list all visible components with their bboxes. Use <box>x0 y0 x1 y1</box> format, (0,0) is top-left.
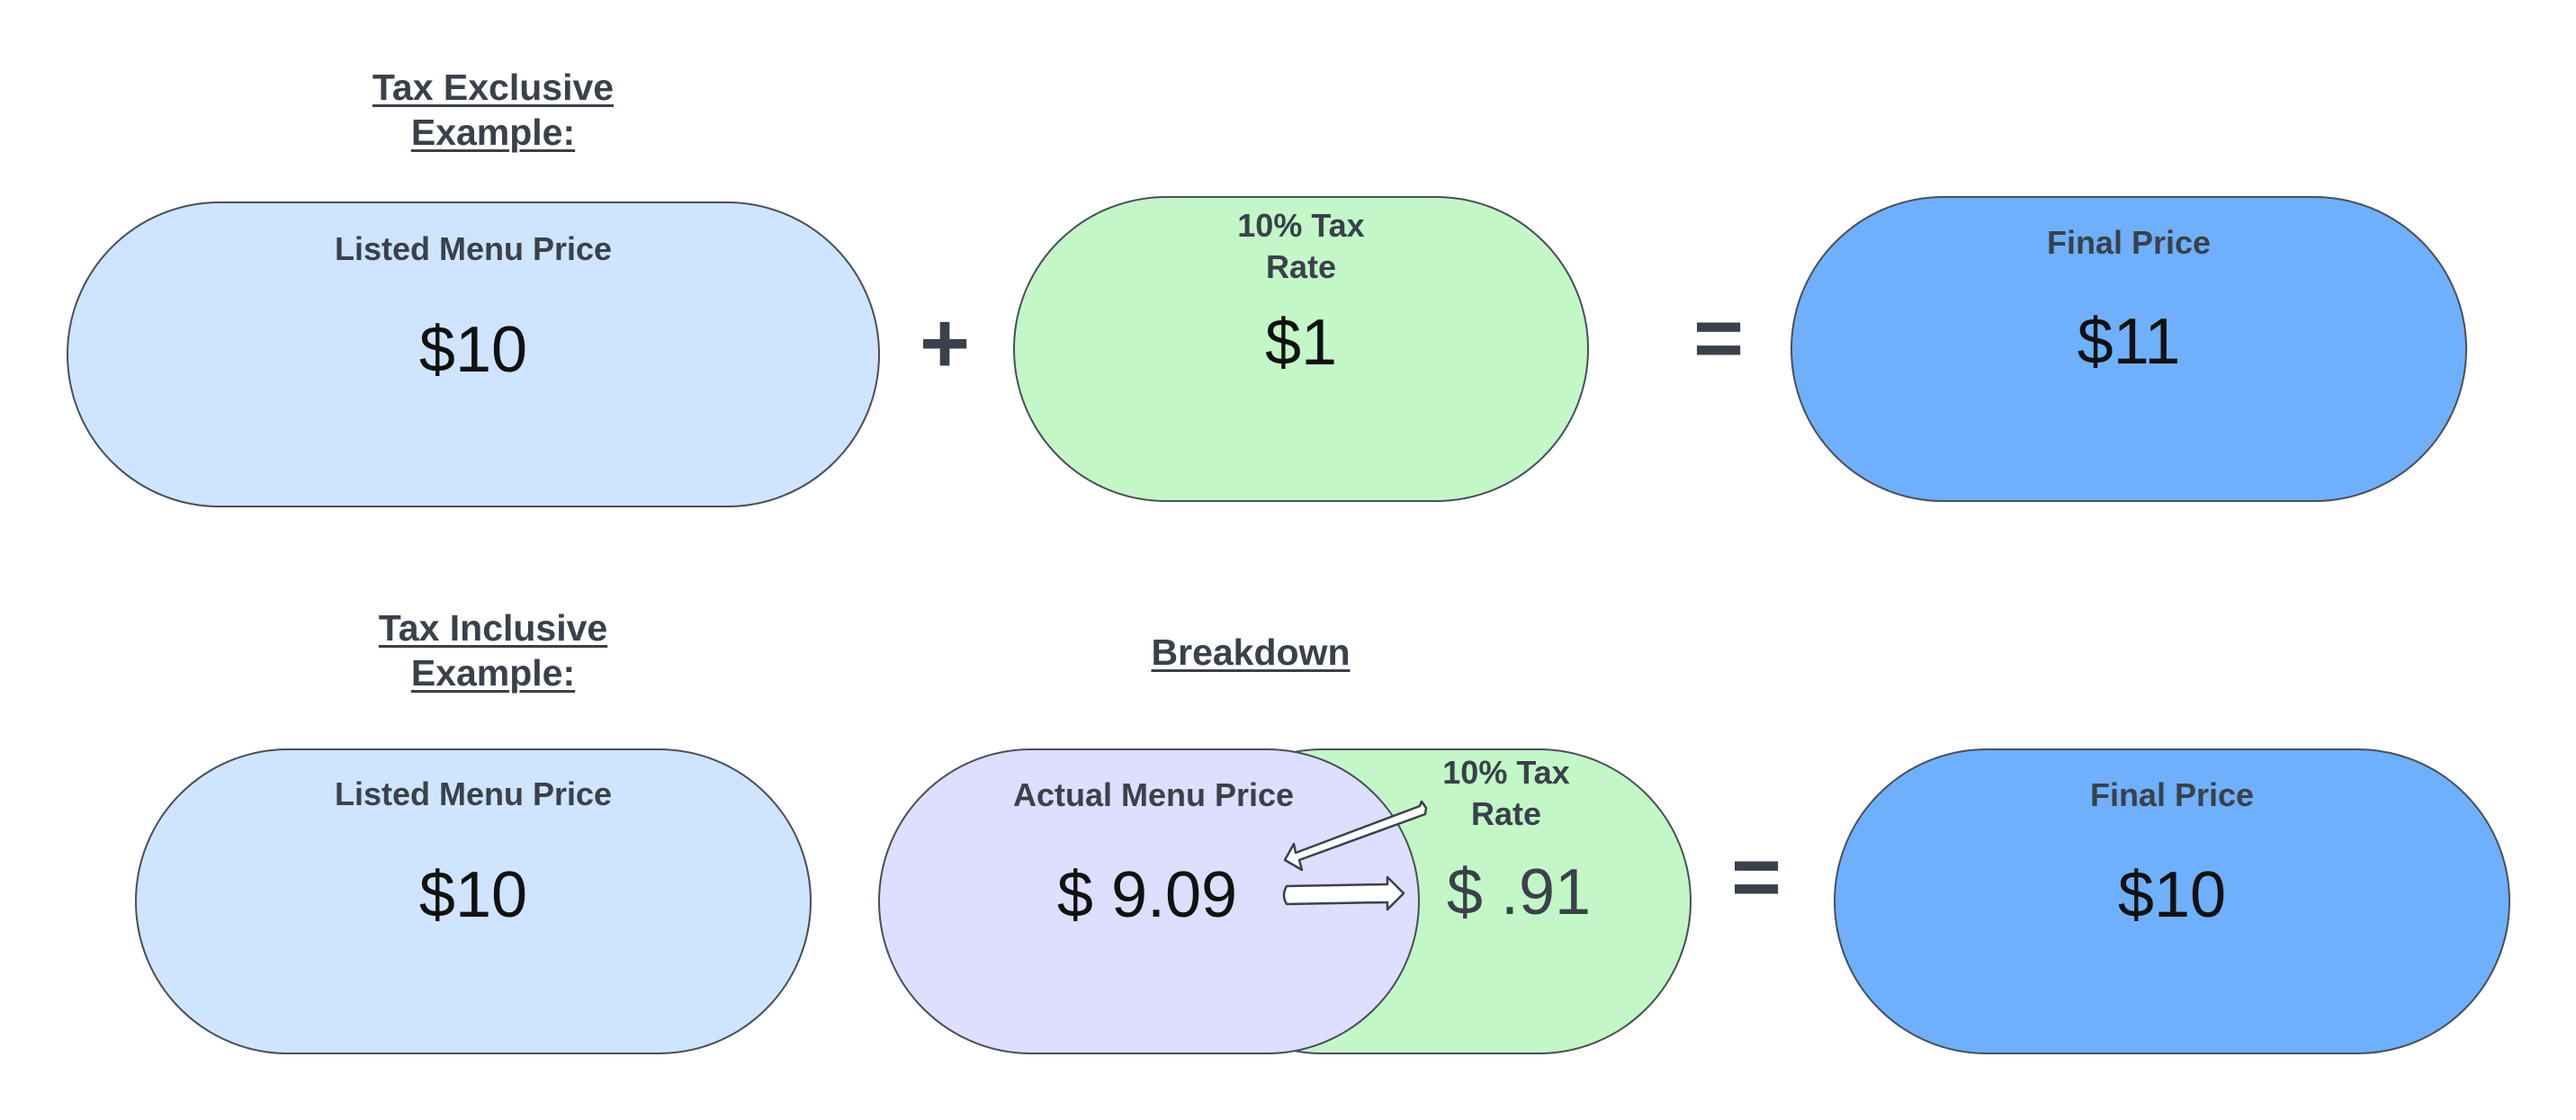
actual-menu-price-label: Actual Menu Price <box>1012 776 1295 813</box>
exclusive-equals-operator: = <box>1692 290 1745 386</box>
exclusive-tax-rate-pill <box>1013 196 1589 502</box>
breakdown-heading: Breakdown <box>1151 632 1351 673</box>
inclusive-tax-rate-value: $ .91 <box>1446 856 1592 928</box>
exclusive-listed-price-label: Listed Menu Price <box>334 230 613 267</box>
inclusive-final-price-value: $10 <box>2117 859 2227 931</box>
exclusive-final-price-pill <box>1791 196 2467 502</box>
arrow-to-tax-icon <box>1282 875 1405 911</box>
inclusive-equals-operator: = <box>1730 829 1782 925</box>
inclusive-listed-price-pill <box>135 748 812 1054</box>
inclusive-final-price-label: Final Price <box>2089 776 2255 813</box>
inclusive-listed-price-value: $10 <box>418 859 528 931</box>
exclusive-final-price-label: Final Price <box>2046 224 2212 261</box>
exclusive-tax-rate-value: $1 <box>1264 307 1338 379</box>
actual-menu-price-value: $ 9.09 <box>1056 859 1238 931</box>
exclusive-listed-price-pill <box>67 202 880 507</box>
tax-exclusive-heading: Tax Exclusive Example: <box>372 67 615 153</box>
exclusive-tax-rate-label: 10% Tax Rate <box>1237 207 1365 285</box>
exclusive-final-price-value: $11 <box>2077 306 2181 378</box>
arrow-to-actual-icon <box>1283 800 1428 872</box>
inclusive-tax-rate-label: 10% Tax Rate <box>1442 754 1570 832</box>
exclusive-listed-price-value: $10 <box>418 314 528 386</box>
inclusive-final-price-pill <box>1834 748 2510 1054</box>
plus-operator: + <box>919 295 971 391</box>
tax-inclusive-heading: Tax Inclusive Example: <box>378 607 608 694</box>
inclusive-listed-price-label: Listed Menu Price <box>334 775 613 812</box>
